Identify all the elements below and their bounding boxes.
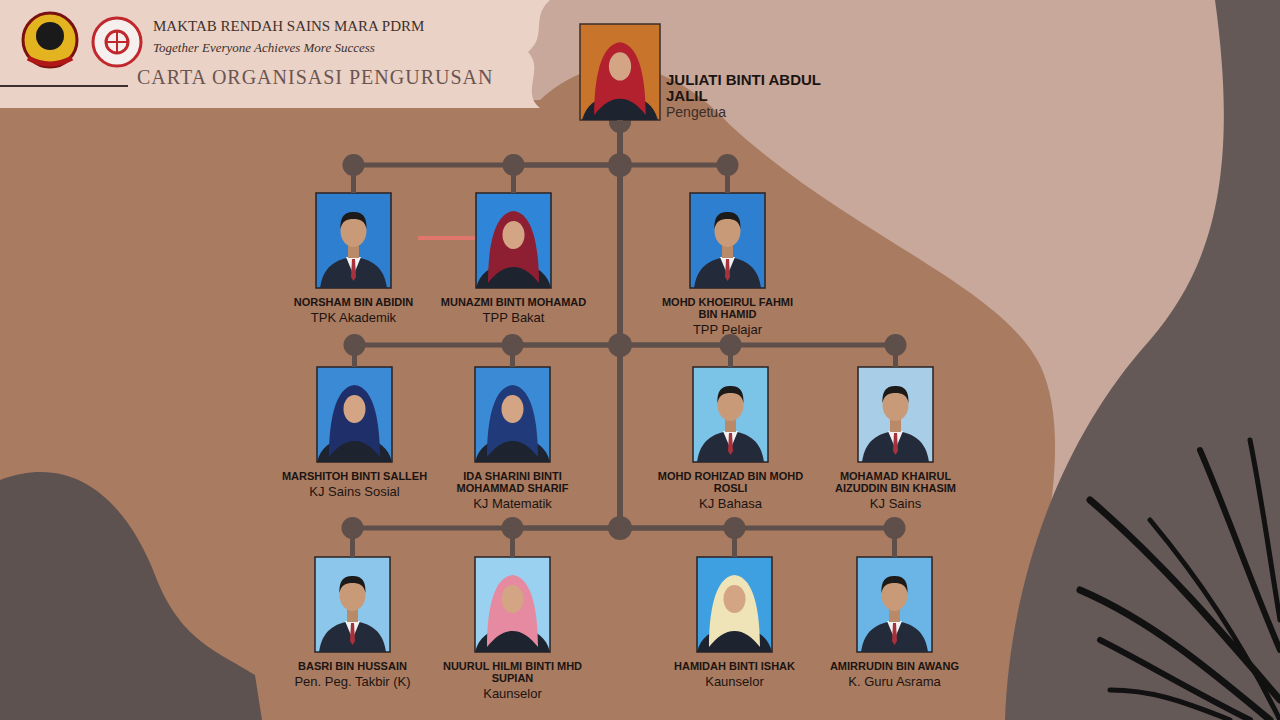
person-card: MARSHITOH BINTI SALLEH KJ Sains Sosial xyxy=(280,367,430,499)
person-name: AMIRRUDIN BIN AWANG xyxy=(820,660,970,672)
connector xyxy=(620,120,896,367)
person-card: MOHD ROHIZAD BIN MOHD ROSLI KJ Bahasa xyxy=(656,367,806,511)
person-card: MUNAZMI BINTI MOHAMAD TPP Bakat xyxy=(439,193,589,325)
right-shape xyxy=(1005,0,1280,720)
person-role: Kaunselor xyxy=(438,686,588,701)
chart-title: CARTA ORGANISASI PENGURUSAN xyxy=(137,66,493,89)
connector xyxy=(355,120,621,367)
person-role: KJ Matematik xyxy=(438,496,588,511)
person-card: IDA SHARINI BINTI MOHAMMAD SHARIF KJ Mate… xyxy=(438,367,588,511)
person-role: KJ Sains Sosial xyxy=(280,484,430,499)
person-role: Kaunselor xyxy=(660,674,810,689)
person-card: AMIRRUDIN BIN AWANG K. Guru Asrama xyxy=(820,557,970,689)
title-rule xyxy=(0,85,128,87)
person-name: NORSHAM BIN ABIDIN xyxy=(279,296,429,308)
person-role: TPP Pelajar xyxy=(653,322,803,337)
person-name: IDA SHARINI BINTI MOHAMMAD SHARIF xyxy=(438,470,588,494)
person-name: MOHAMAD KHAIRUL AIZUDDIN BIN KHASIM xyxy=(821,470,971,494)
accent-line xyxy=(418,236,475,240)
college-logo xyxy=(23,13,77,67)
header-panel xyxy=(0,0,550,108)
person-role: KJ Bahasa xyxy=(656,496,806,511)
brown-hill xyxy=(0,66,1055,720)
left-shape xyxy=(0,472,262,720)
portrait-photos xyxy=(315,24,933,652)
palm-leaf xyxy=(1080,440,1280,720)
person-role: K. Guru Asrama xyxy=(820,674,970,689)
person-name: NUURUL HILMI BINTI MHD SUPIAN xyxy=(438,660,588,684)
connector xyxy=(514,120,621,193)
connector xyxy=(354,120,621,193)
person-role: TPP Bakat xyxy=(439,310,589,325)
person-name: MOHD ROHIZAD BIN MOHD ROSLI xyxy=(656,470,806,494)
person-card: MOHD KHOEIRUL FAHMI BIN HAMID TPP Pelajar xyxy=(653,193,803,337)
person-role: KJ Sains xyxy=(821,496,971,511)
person-name: HAMIDAH BINTI ISHAK xyxy=(660,660,810,672)
person-card: HAMIDAH BINTI ISHAK Kaunselor xyxy=(660,557,810,689)
title-box: CARTA ORGANISASI PENGURUSAN xyxy=(137,66,493,89)
person-name: MUNAZMI BINTI MOHAMAD xyxy=(439,296,589,308)
person-role: Pen. Peg. Takbir (K) xyxy=(278,674,428,689)
principal-card: JULIATI BINTI ABDUL JALILPengetua xyxy=(578,22,840,120)
person-role: TPK Akademik xyxy=(279,310,429,325)
person-role: Pengetua xyxy=(666,104,840,120)
person-name: MOHD KHOEIRUL FAHMI BIN HAMID xyxy=(653,296,803,320)
person-name: BASRI BIN HUSSAIN xyxy=(278,660,428,672)
person-card: MOHAMAD KHAIRUL AIZUDDIN BIN KHASIM KJ Sa… xyxy=(821,367,971,511)
person-card: NUURUL HILMI BINTI MHD SUPIAN Kaunselor xyxy=(438,557,588,701)
connector xyxy=(620,120,728,193)
motto: Together Everyone Achieves More Success xyxy=(153,40,375,56)
person-card: NORSHAM BIN ABIDIN TPK Akademik xyxy=(279,193,429,325)
college-name: MAKTAB RENDAH SAINS MARA PDRM xyxy=(153,18,424,35)
person-name: MARSHITOH BINTI SALLEH xyxy=(280,470,430,482)
person-card: BASRI BIN HUSSAIN Pen. Peg. Takbir (K) xyxy=(278,557,428,689)
connector xyxy=(513,120,621,367)
person-name: JULIATI BINTI ABDUL JALIL xyxy=(666,72,840,104)
mara-logo xyxy=(93,18,141,66)
